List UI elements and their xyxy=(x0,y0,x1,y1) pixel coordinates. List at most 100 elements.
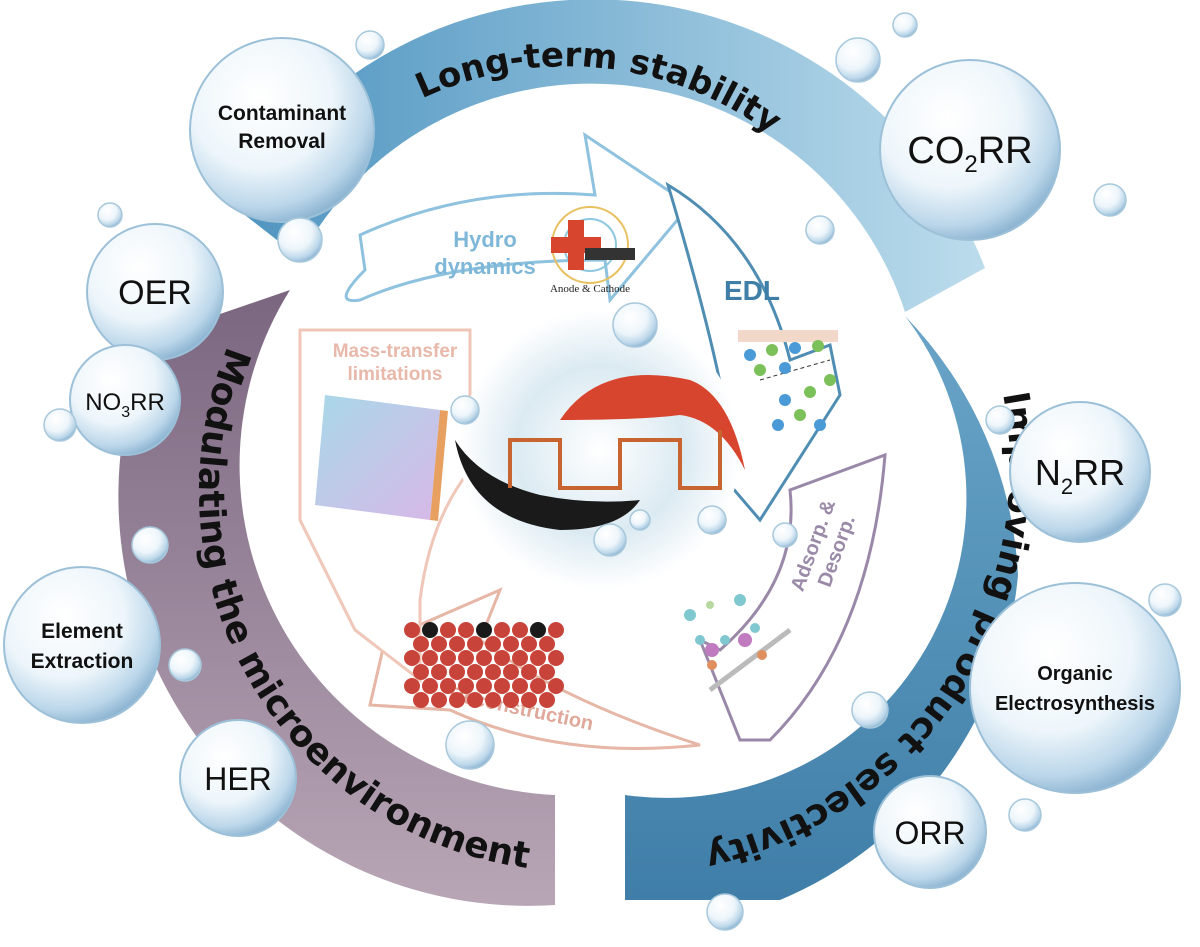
reconstruction-particle xyxy=(404,678,420,694)
reconstruction-particle xyxy=(494,678,510,694)
bubble-organic: Organic Electrosynthesis xyxy=(969,582,1181,794)
fish-black-icon xyxy=(455,440,640,530)
svg-text:HER: HER xyxy=(204,761,272,797)
small-bubble xyxy=(593,523,627,557)
svg-text:OER: OER xyxy=(118,274,192,312)
reconstruction-particle xyxy=(467,636,483,652)
svg-text:CO2RR: CO2RR xyxy=(907,130,1032,178)
reconstruction-particle xyxy=(494,622,510,638)
bubble-her: HER xyxy=(179,719,297,837)
reconstruction-particle xyxy=(458,678,474,694)
svg-text:ORR: ORR xyxy=(894,815,965,851)
small-bubble xyxy=(97,202,123,228)
small-bubble xyxy=(168,648,202,682)
reconstruction-particle xyxy=(485,636,501,652)
small-bubble xyxy=(985,405,1015,435)
fish-red-icon xyxy=(560,375,745,470)
edl-ions-icon xyxy=(738,330,838,431)
bubble-co2rr: CO2RR xyxy=(879,59,1061,241)
mass-transfer-block-icon xyxy=(315,395,448,521)
reconstruction-particle xyxy=(431,664,447,680)
reconstruction-particle xyxy=(449,664,465,680)
reconstruction-particle xyxy=(467,692,483,708)
label-hydro-line1: Hydro xyxy=(453,227,517,252)
arrow-adsorption xyxy=(697,452,887,742)
svg-text:Organic: Organic xyxy=(1037,663,1113,685)
small-bubble xyxy=(706,893,744,931)
label-anode-cathode: Anode & Cathode xyxy=(550,283,630,295)
reconstruction-particle xyxy=(512,678,528,694)
reconstruction-particle xyxy=(413,636,429,652)
svg-text:N2RR: N2RR xyxy=(1035,452,1125,499)
reconstruction-particle xyxy=(530,650,546,666)
svg-text:Electrosynthesis: Electrosynthesis xyxy=(995,693,1155,715)
label-hydro-line2: dynamics xyxy=(434,254,536,279)
reconstruction-particle xyxy=(458,650,474,666)
reconstruction-particle xyxy=(512,622,528,638)
reconstruction-particle xyxy=(512,650,528,666)
reconstruction-particle xyxy=(449,692,465,708)
small-bubble xyxy=(131,526,169,564)
small-bubble xyxy=(1093,183,1127,217)
label-mass-line2: limitations xyxy=(347,364,442,385)
reconstruction-particle xyxy=(422,650,438,666)
reconstruction-particle xyxy=(539,692,555,708)
small-bubble xyxy=(892,12,918,38)
reconstruction-particle xyxy=(503,692,519,708)
reconstruction-particle xyxy=(440,678,456,694)
svg-text:Removal: Removal xyxy=(238,130,326,153)
small-bubble xyxy=(629,509,651,531)
reconstruction-particles-icon xyxy=(404,622,564,708)
reconstruction-particle xyxy=(485,664,501,680)
reconstruction-particle xyxy=(422,678,438,694)
small-bubble xyxy=(445,720,495,770)
small-bubble xyxy=(835,37,881,83)
reconstruction-particle xyxy=(440,650,456,666)
reconstruction-particle xyxy=(404,650,420,666)
reconstruction-particle xyxy=(476,622,492,638)
reconstruction-particle xyxy=(440,622,456,638)
small-bubble xyxy=(355,30,385,60)
reconstruction-particle xyxy=(539,664,555,680)
reconstruction-particle xyxy=(521,692,537,708)
small-bubble xyxy=(43,408,77,442)
bubble-element: Element Extraction xyxy=(3,566,161,724)
label-mass-line1: Mass-transfer xyxy=(333,341,458,362)
reconstruction-particle xyxy=(521,636,537,652)
reconstruction-particle xyxy=(422,622,438,638)
reconstruction-particle xyxy=(503,664,519,680)
svg-text:Extraction: Extraction xyxy=(31,650,134,673)
small-bubble xyxy=(1008,798,1042,832)
band-right xyxy=(625,316,1018,900)
reconstruction-particle xyxy=(413,692,429,708)
svg-text:Contaminant: Contaminant xyxy=(218,102,346,125)
bubble-no3rr: NO3RR xyxy=(69,344,181,456)
bubble-contaminant: Contaminant Removal xyxy=(189,37,375,223)
bubble-oer: OER xyxy=(86,223,224,361)
svg-text:Element: Element xyxy=(41,620,123,643)
reconstruction-particle xyxy=(485,692,501,708)
reconstruction-particle xyxy=(431,692,447,708)
adsorption-molecules-icon xyxy=(684,594,792,692)
reconstruction-particle xyxy=(548,678,564,694)
reconstruction-particle xyxy=(431,636,447,652)
small-bubble xyxy=(277,217,323,263)
reconstruction-particle xyxy=(539,636,555,652)
reconstruction-particle xyxy=(494,650,510,666)
small-bubble xyxy=(772,522,798,548)
small-bubble xyxy=(805,215,835,245)
reconstruction-particle xyxy=(404,622,420,638)
reconstruction-particle xyxy=(521,664,537,680)
reconstruction-particle xyxy=(467,664,483,680)
reconstruction-particle xyxy=(449,636,465,652)
reconstruction-particle xyxy=(548,650,564,666)
small-bubbles xyxy=(43,12,1182,931)
small-bubble xyxy=(612,302,658,348)
bubble-orr: ORR xyxy=(873,775,987,889)
band-top xyxy=(232,0,985,312)
reconstruction-particle xyxy=(476,678,492,694)
label-edl: EDL xyxy=(724,275,780,306)
small-bubble xyxy=(1148,583,1182,617)
reconstruction-particle xyxy=(476,650,492,666)
